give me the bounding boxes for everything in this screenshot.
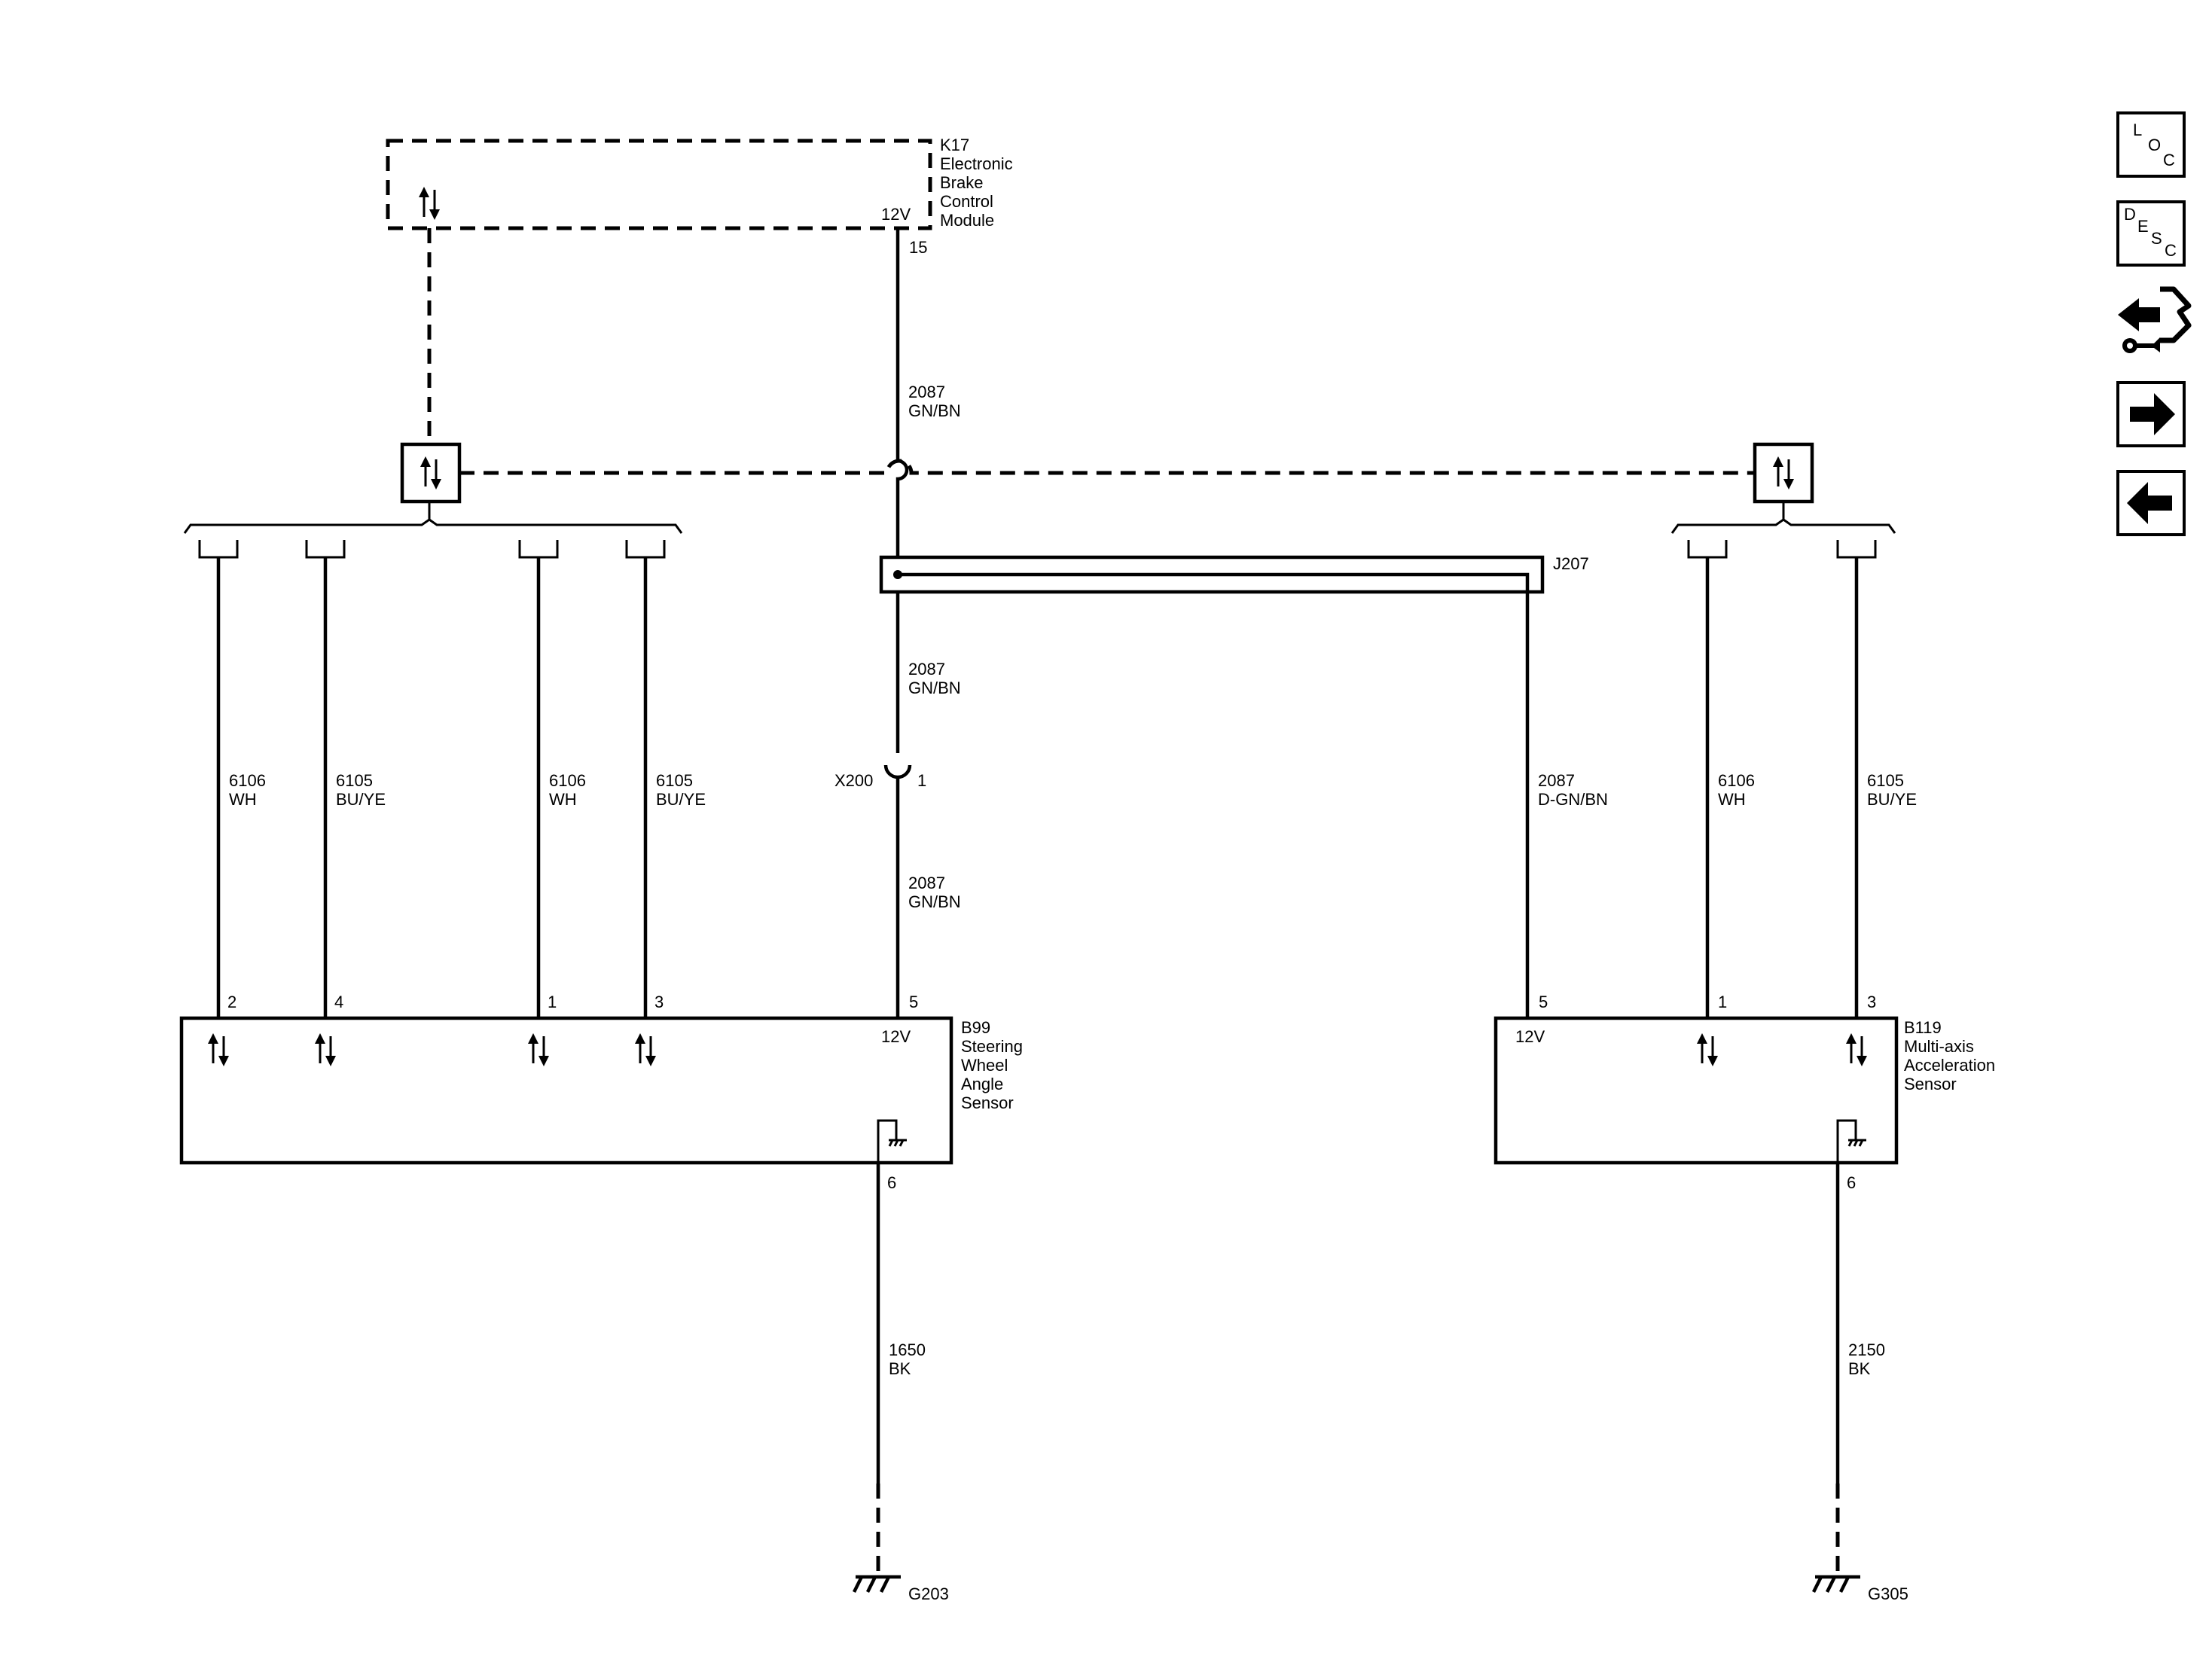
k17-module-box [386, 139, 932, 230]
loc-letter-o: O [2148, 136, 2161, 154]
ground-g203-label: G203 [908, 1584, 949, 1603]
wire-b119-ground-circuit: 2150 [1848, 1340, 1885, 1359]
k17-name-line-1: Electronic [940, 154, 1013, 173]
wire-j207-b119-color: D-GN/BN [1538, 790, 1608, 809]
connector-tools-icon [2118, 286, 2192, 353]
j207-splice-bar [898, 572, 1530, 592]
k17-data-arrow-icon [417, 185, 441, 221]
b99-name-line-4: Sensor [961, 1093, 1014, 1112]
b119-ref: B119 [1904, 1018, 1942, 1037]
b99-pin-6: 6 [887, 1173, 896, 1192]
b119-bus-bracket [1670, 502, 1896, 559]
wire-b99-pin2-color: WH [229, 790, 257, 809]
wire-k17-12v-supply [895, 228, 909, 557]
b99-bus-bracket [183, 502, 683, 559]
wire-b99-pin4-circuit: 6105 [336, 771, 373, 790]
serial-data-dashed-line-horizontal [459, 459, 1755, 475]
wire-b119-pin3-circuit: 6105 [1867, 771, 1904, 790]
k17-module: K17 Electronic Brake Control Module 12V … [386, 136, 1013, 257]
b99-pin-3: 3 [654, 993, 664, 1011]
wire-b99-pin4-color: BU/YE [336, 790, 386, 809]
b119-pin-3: 3 [1867, 993, 1876, 1011]
k17-pin-15: 15 [909, 238, 927, 257]
b119-voltage: 12V [1515, 1027, 1545, 1046]
j207-splice: J207 [879, 554, 1589, 594]
b119-pin-6: 6 [1847, 1173, 1856, 1192]
x200-connector: X200 1 [834, 764, 926, 790]
j207-splice-point [893, 570, 902, 579]
desc-letter-s: S [2151, 229, 2162, 248]
k17-name-line-3: Control [940, 192, 993, 211]
k17-name-line-4: Module [940, 211, 994, 230]
wire-j207-b119-circuit: 2087 [1538, 771, 1575, 790]
b119-name-line-2: Acceleration [1904, 1056, 1995, 1075]
wire-b99-ground-color: BK [889, 1359, 911, 1378]
desc-letter-c: C [2165, 241, 2177, 260]
next-page-button[interactable] [2116, 381, 2186, 447]
serial-data-node-right [1753, 442, 1814, 504]
x200-connector-symbol [883, 764, 912, 779]
b119-name-line-3: Sensor [1904, 1075, 1957, 1093]
j207-ref: J207 [1553, 554, 1589, 573]
b99-pin-1: 1 [548, 993, 557, 1011]
arrow-right-icon [2130, 393, 2175, 435]
desc-letter-d: D [2124, 205, 2136, 224]
b99-module-box [179, 1016, 953, 1165]
desc-button[interactable]: D E S C [2116, 200, 2186, 267]
wire-b99-pin2-circuit: 6106 [229, 771, 266, 790]
wire-b119-pin1-circuit: 6106 [1718, 771, 1755, 790]
b119-internal-ground-icon [1836, 1119, 1866, 1163]
b119-module-box [1493, 1016, 1899, 1165]
wire-j207-x200-circuit: 2087 [908, 660, 945, 679]
b99-name-line-3: Angle [961, 1075, 1003, 1093]
wire-b119-pin1-color: WH [1718, 790, 1746, 809]
wire-b99-pin3-color: BU/YE [656, 790, 706, 809]
x200-pin-1: 1 [917, 771, 926, 790]
b119-name-line-1: Multi-axis [1904, 1037, 1974, 1056]
b119-pin-1: 1 [1718, 993, 1727, 1011]
b119-module: 5 1 3 12V B119 Multi-axis Acceleration S… [1493, 993, 1995, 1192]
wire-b119-pin3-color: BU/YE [1867, 790, 1917, 809]
b99-voltage: 12V [881, 1027, 911, 1046]
wire-k17-out-color: GN/BN [908, 401, 961, 420]
desc-letter-e: E [2137, 217, 2149, 236]
b99-internal-ground-icon [877, 1119, 907, 1163]
ground-g203-icon [854, 1577, 901, 1592]
arrow-left-icon [2127, 482, 2172, 524]
connector-tools-button[interactable] [2118, 286, 2192, 353]
x200-ref: X200 [834, 771, 873, 790]
k17-ref: K17 [940, 136, 969, 154]
loc-button[interactable]: L O C [2116, 111, 2186, 178]
wire-b99-pin3-circuit: 6105 [656, 771, 693, 790]
wire-b99-pin1-color: WH [549, 790, 577, 809]
ground-g305-icon [1814, 1577, 1860, 1592]
loc-letter-l: L [2133, 120, 2142, 139]
serial-data-node-left [400, 442, 462, 504]
b99-name-line-2: Wheel [961, 1056, 1008, 1075]
b99-pin-5: 5 [909, 993, 918, 1011]
wire-x200-b99-color: GN/BN [908, 892, 961, 911]
b99-module: 2 4 1 3 5 12V B99 Steering Wheel Angle S… [179, 993, 1023, 1192]
b99-ref: B99 [961, 1018, 990, 1037]
wire-j207-x200-color: GN/BN [908, 679, 961, 697]
b99-pin-2: 2 [227, 993, 236, 1011]
wire-b99-pin1-circuit: 6106 [549, 771, 586, 790]
k17-voltage: 12V [881, 205, 911, 224]
loc-letter-c: C [2163, 151, 2175, 169]
wire-b119-ground-color: BK [1848, 1359, 1871, 1378]
b119-pin-5: 5 [1539, 993, 1548, 1011]
wire-x200-b99-circuit: 2087 [908, 874, 945, 892]
wire-b99-ground-circuit: 1650 [889, 1340, 926, 1359]
b99-name-line-1: Steering [961, 1037, 1023, 1056]
wire-k17-out-circuit: 2087 [908, 383, 945, 401]
ground-g305-label: G305 [1868, 1584, 1908, 1603]
k17-name-line-2: Brake [940, 173, 983, 192]
b99-pin-4: 4 [334, 993, 343, 1011]
previous-page-button[interactable] [2116, 470, 2186, 536]
